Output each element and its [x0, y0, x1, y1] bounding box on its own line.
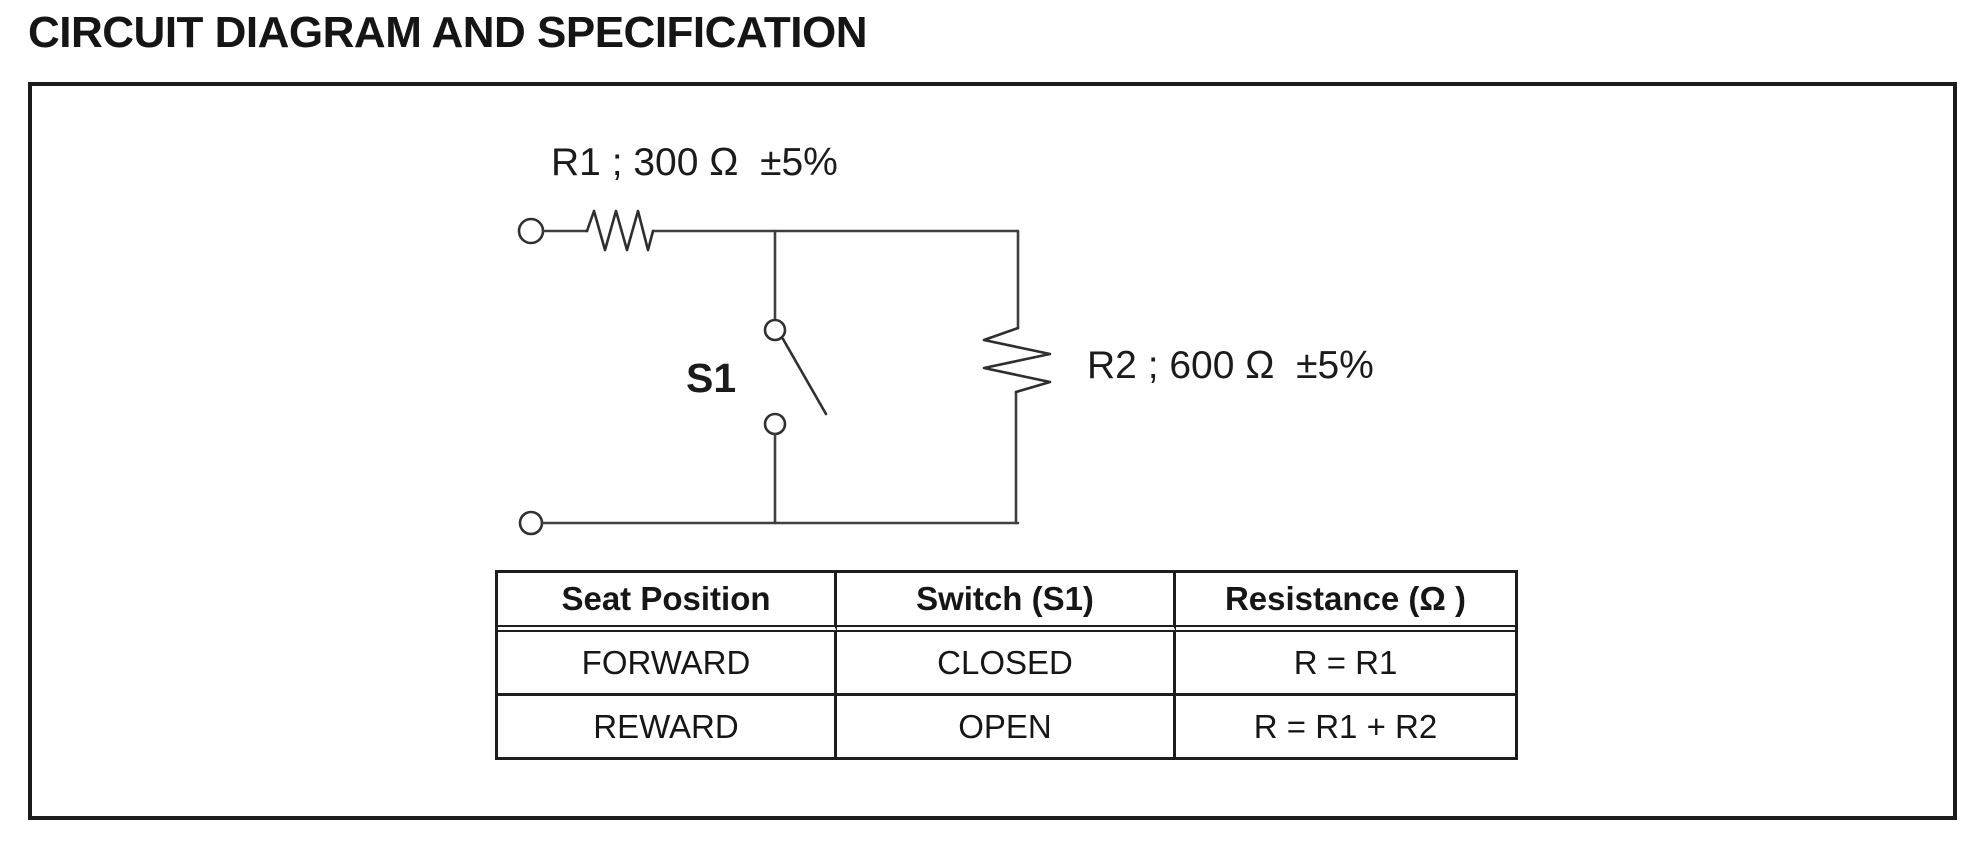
spec-table-cell-resistance-r1: R = R1: [1176, 632, 1515, 696]
resistor-r2-icon: [982, 326, 1052, 394]
spec-table-cell-switch-open: OPEN: [837, 696, 1176, 757]
spec-table-header-resistance: Resistance (Ω ): [1176, 573, 1515, 632]
spec-table-cell-switch-closed: CLOSED: [837, 632, 1176, 696]
terminal-bottom-icon: [518, 510, 544, 536]
spec-table-cell-resistance-r1-r2: R = R1 + R2: [1253, 707, 1438, 745]
spec-table-header-switch: Switch (S1): [837, 573, 1176, 632]
spec-table: Seat Position Switch (S1) Resistance (Ω …: [495, 570, 1518, 760]
spec-table-header-seat-position: Seat Position: [498, 573, 837, 632]
wire-right: [1014, 229, 1020, 525]
spec-table-cell-seat-forward: FORWARD: [498, 632, 837, 696]
terminal-top-icon: [517, 217, 545, 245]
switch-s1-icon: [763, 229, 828, 525]
switch-s1-label: S1: [686, 355, 737, 401]
spec-table-cell-seat-reward: REWARD: [498, 696, 837, 757]
resistor-r1-label: R1 ; 300 Ω ±5%: [551, 141, 838, 184]
page-title: CIRCUIT DIAGRAM AND SPECIFICATION: [28, 8, 868, 57]
resistor-r1-icon: [585, 209, 655, 252]
resistor-r2-label: R2 ; 600 Ω ±5%: [1087, 344, 1374, 387]
